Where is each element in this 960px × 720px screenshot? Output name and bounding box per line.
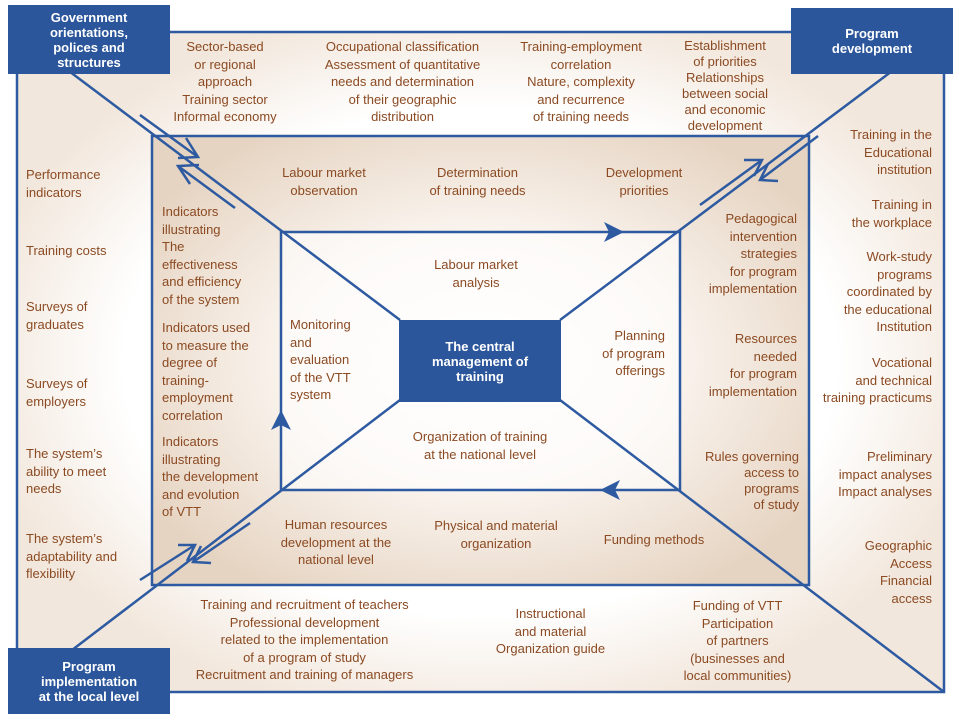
label-surveys-employers: Surveys of employers bbox=[26, 376, 88, 409]
label-vocational-practicums: Vocational and technical training practi… bbox=[822, 355, 932, 405]
label-labour-market-observation: Labour market observation bbox=[282, 165, 366, 198]
arrowhead-bottom-left bbox=[600, 480, 620, 500]
label-organization-national: Organization of training at the national… bbox=[412, 429, 548, 462]
label-surveys-graduates: Surveys of graduates bbox=[26, 299, 88, 332]
label-system-ability: The system’s ability to meet needs bbox=[26, 446, 107, 496]
arrowhead-top-right bbox=[604, 222, 624, 242]
label-training-costs: Training costs bbox=[26, 243, 107, 258]
label-system-adaptability: The system’s adaptability and flexibilit… bbox=[26, 531, 118, 581]
label-occupational-classification: Occupational classification Assessment o… bbox=[324, 39, 481, 124]
label-funding-vtt: Funding of VTT Participation of partners… bbox=[683, 598, 792, 683]
label-performance-indicators: Performance indicators bbox=[26, 167, 101, 200]
diagonal-top-left bbox=[16, 31, 401, 321]
label-geographic-access: Geographic Access Financial access bbox=[864, 538, 932, 606]
diagonal-bottom-left bbox=[16, 399, 401, 693]
label-training-workplace: Training in the workplace bbox=[851, 197, 932, 230]
label-training-employment: Training-employment correlation Nature, … bbox=[520, 39, 642, 124]
label-labour-market-analysis: Labour market analysis bbox=[434, 257, 518, 290]
label-human-resources: Human resources development at the natio… bbox=[280, 517, 392, 567]
top-right-arrow-pair bbox=[699, 135, 819, 207]
box-central-management: The central management of training bbox=[399, 320, 561, 402]
label-determination-needs: Determination of training needs bbox=[429, 165, 526, 198]
label-rules-access: Rules governing access to programs of st… bbox=[705, 449, 799, 512]
label-monitoring-evaluation: Monitoring and evaluation of the VTT sys… bbox=[290, 317, 351, 402]
box-program-implementation: Program implementation at the local leve… bbox=[8, 648, 170, 714]
label-physical-material: Physical and material organization bbox=[434, 518, 558, 551]
label-planning-offerings: Planning of program offerings bbox=[602, 328, 665, 378]
bottom-left-arrow-pair bbox=[139, 521, 251, 582]
label-pedagogical-strategies: Pedagogical intervention strategies for … bbox=[708, 211, 797, 296]
label-indicators-evolution: Indicators illustrating the development … bbox=[162, 434, 259, 519]
diagonal-bottom-right bbox=[559, 399, 945, 693]
box-government-orientations: Government orientations, polices and str… bbox=[8, 5, 170, 74]
top-left-arrow-pair bbox=[139, 113, 236, 210]
arrowhead-left-up bbox=[271, 410, 291, 430]
label-indicators-effectiveness: Indicators illustrating The effectivenes… bbox=[162, 204, 242, 307]
label-training-educational: Training in the Educational institution bbox=[850, 127, 932, 177]
label-teachers-recruitment: Training and recruitment of teachers Pro… bbox=[195, 597, 414, 682]
label-indicators-correlation: Indicators used to measure the degree of… bbox=[162, 320, 251, 423]
label-instructional-guide: Instructional and material Organization … bbox=[495, 606, 606, 656]
label-work-study: Work-study programs coordinated by the e… bbox=[843, 249, 932, 334]
label-funding-methods: Funding methods bbox=[603, 532, 705, 547]
diagonal-top-right bbox=[559, 31, 945, 321]
label-resources-needed: Resources needed for program implementat… bbox=[708, 331, 797, 399]
box-program-development: Program development bbox=[791, 8, 953, 74]
label-development-priorities: Development priorities bbox=[605, 165, 683, 198]
label-impact-analyses: Preliminary impact analyses Impact analy… bbox=[838, 449, 932, 499]
label-sector-based: Sector-based or regional approach Traini… bbox=[173, 39, 277, 124]
label-establishment-priorities: Establishment of priorities Relationship… bbox=[682, 38, 768, 133]
